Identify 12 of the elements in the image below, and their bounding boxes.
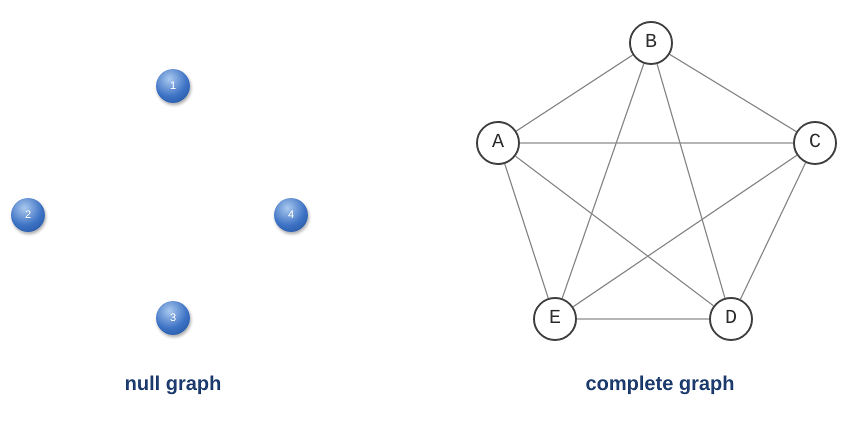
edge-line — [740, 162, 806, 300]
graph-caption: complete graph — [586, 372, 734, 397]
edge-line — [572, 154, 798, 308]
edge-line — [656, 64, 726, 298]
edge-line — [515, 156, 714, 306]
graph-caption: null graph — [124, 372, 222, 397]
edge-line — [516, 54, 633, 132]
edge-line — [562, 64, 644, 298]
edge-line — [577, 318, 709, 320]
edge-line — [520, 142, 793, 144]
edge-line — [504, 164, 549, 298]
edge-line — [669, 54, 797, 132]
